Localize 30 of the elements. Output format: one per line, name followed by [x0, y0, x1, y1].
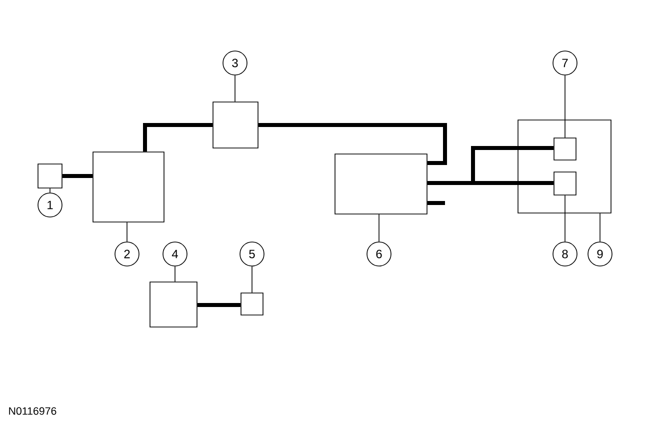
wire — [258, 123, 447, 165]
wire — [427, 201, 445, 205]
callout-number: 2 — [114, 242, 140, 266]
module-box — [92, 152, 164, 222]
module-box — [150, 282, 198, 328]
leader-line — [234, 75, 236, 102]
callout-number: 6 — [366, 242, 392, 266]
module-box — [334, 154, 428, 214]
leader-line — [564, 195, 566, 242]
leader-line — [378, 214, 380, 242]
figure-number: N0116976 — [9, 407, 56, 415]
leader-line — [126, 222, 128, 242]
wire — [197, 303, 241, 307]
wire — [62, 174, 93, 178]
callout-number: 7 — [552, 50, 578, 76]
callout-number: 4 — [162, 242, 188, 266]
callout-number: 5 — [240, 242, 264, 266]
module-box — [240, 292, 264, 316]
leader-line — [174, 266, 176, 282]
callout-number: 9 — [588, 242, 612, 266]
wire — [143, 123, 213, 152]
connector-box — [554, 172, 576, 196]
callout-number: 3 — [222, 50, 248, 76]
module-box — [38, 164, 62, 188]
callout-number: 1 — [38, 192, 62, 218]
callout-number: 8 — [552, 242, 578, 266]
leader-line — [564, 75, 566, 138]
connector-box — [554, 138, 576, 160]
wire — [427, 181, 554, 185]
module-box — [212, 102, 258, 148]
